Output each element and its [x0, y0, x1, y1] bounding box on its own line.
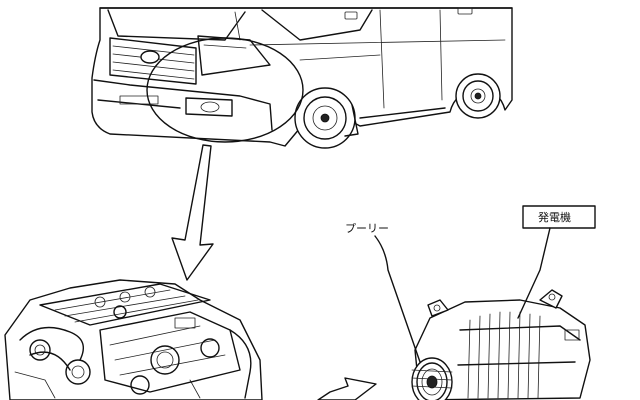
pulley-label: プーリー	[345, 222, 389, 235]
generator-label: 発電機	[538, 210, 571, 224]
pulley-leader-line	[374, 235, 421, 363]
engine-illustration	[4, 279, 263, 400]
generator-label-box	[522, 205, 596, 229]
van-illustration	[91, 7, 513, 149]
arrow-right	[317, 377, 377, 400]
generator-illustration	[411, 289, 591, 400]
arrow-down	[171, 144, 214, 281]
generator-leader-line	[517, 227, 551, 319]
highlight-ellipse	[146, 37, 304, 143]
